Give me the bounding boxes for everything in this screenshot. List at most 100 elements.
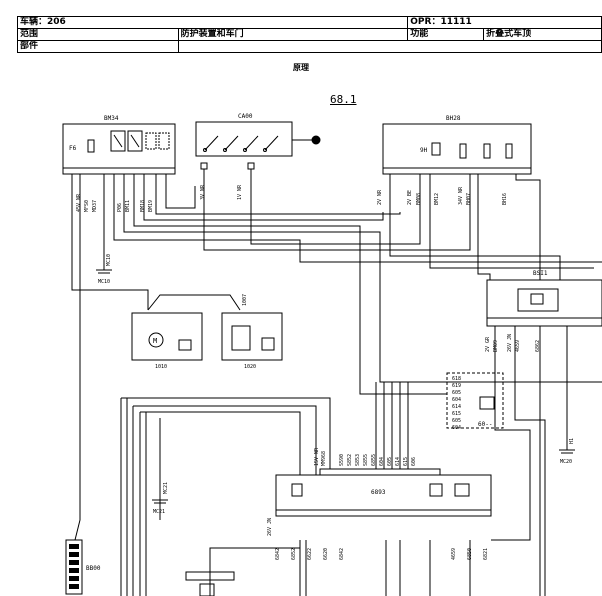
c6893-bottom-strip <box>275 509 492 517</box>
svg-text:2V NR: 2V NR <box>377 189 383 205</box>
ca00-box <box>195 121 293 157</box>
bm34-relays <box>110 130 170 152</box>
svg-text:BM12: BM12 <box>434 193 440 205</box>
bb00-label: BB00 <box>86 565 101 572</box>
bh28-fuses: 9H <box>420 142 513 159</box>
svg-text:2V GR: 2V GR <box>485 336 491 352</box>
mc10-vertical-label: MC10 <box>106 254 112 266</box>
svg-text:6622: 6622 <box>307 548 313 560</box>
svg-text:MFS0: MFS0 <box>84 200 90 212</box>
svg-text:S852: S852 <box>347 454 353 466</box>
svg-text:6852: 6852 <box>291 548 297 560</box>
bm34-wires <box>71 174 602 541</box>
svg-text:M: M <box>153 337 157 345</box>
bm34-label: BM34 <box>104 115 119 122</box>
svg-text:2V BE: 2V BE <box>407 190 413 205</box>
svg-text:6862: 6862 <box>535 340 541 352</box>
svg-text:BM08: BM08 <box>416 193 422 205</box>
svg-text:614: 614 <box>395 457 401 466</box>
module-60-labels: 618 619 605 604 614 615 605 604 <box>452 376 461 431</box>
header-table: 车辆：206 OPR：11111 范围 防护装置和车门 功能 折叠式车顶 部件 <box>16 16 602 53</box>
ignition-switch-contacts <box>203 135 279 152</box>
c6893-top-labels: 15V NR MM968 S590 S852 S853 S855 6855 60… <box>314 447 417 466</box>
svg-text:34V NR: 34V NR <box>458 186 464 205</box>
svg-text:3V NR: 3V NR <box>200 184 206 200</box>
ground-mc10 <box>96 232 112 274</box>
motor-1020-relay-icon <box>231 325 251 351</box>
c6893-top-wires <box>375 382 409 469</box>
lower-left-wires <box>120 397 471 596</box>
svg-text:604: 604 <box>379 457 385 466</box>
bsi-module <box>517 288 559 312</box>
svg-text:606: 606 <box>411 457 417 466</box>
svg-text:45V NR: 45V NR <box>76 193 82 212</box>
c6893-label: 6893 <box>371 489 386 496</box>
svg-text:26V JN: 26V JN <box>267 518 273 536</box>
mc10-label: MC10 <box>98 279 110 285</box>
svg-text:6855: 6855 <box>371 454 377 466</box>
page-reference: 68.1 <box>330 93 357 106</box>
mc21-vertical-label: MC21 <box>163 482 169 494</box>
svg-text:BM11: BM11 <box>125 200 131 212</box>
motor-1020-sensor-icon <box>261 337 275 351</box>
svg-text:15V NR: 15V NR <box>314 447 320 466</box>
motor-link-wire <box>147 294 241 311</box>
svg-text:BM18: BM18 <box>140 200 146 212</box>
bh28-wires <box>389 174 594 280</box>
ca00-pin-b <box>247 162 255 170</box>
svg-text:BM09: BM09 <box>493 340 499 352</box>
f6-label: F6 <box>69 145 77 152</box>
svg-text:4659: 4659 <box>451 548 457 560</box>
bm34-terminal-strip <box>62 167 176 175</box>
svg-text:604: 604 <box>452 425 461 431</box>
ca00-wire-labels: 3V NR 1V NR <box>200 184 243 200</box>
svg-text:618: 618 <box>452 376 461 382</box>
svg-text:605: 605 <box>452 390 461 396</box>
mc21-label: MC21 <box>153 509 165 515</box>
bsi1-box <box>486 279 602 319</box>
part-label: 部件 <box>17 40 179 53</box>
motor-icon <box>148 332 164 348</box>
svg-text:605: 605 <box>387 457 393 466</box>
m1010-label: 1010 <box>155 364 167 370</box>
svg-text:S590: S590 <box>339 454 345 466</box>
mc20-label: MC20 <box>560 459 572 465</box>
c6893-chip-icon <box>291 483 303 497</box>
ca00-wires <box>203 169 471 251</box>
motor-1010-sensor-icon <box>178 339 192 351</box>
bsi-right-wires <box>491 326 546 596</box>
bh28-terminal-strip <box>382 167 532 175</box>
ground-mc21 <box>152 470 168 504</box>
bsi-wire-labels: 2V GR BM09 26V JN 4659 6862 <box>485 334 541 352</box>
m1020-label: 1020 <box>244 364 256 370</box>
svg-text:P06: P06 <box>117 203 123 212</box>
svg-text:BM19: BM19 <box>148 200 154 212</box>
c6893-top-strip <box>319 468 441 476</box>
svg-text:S853: S853 <box>355 454 361 466</box>
c6893-roof-icon <box>454 483 470 497</box>
bh28-box <box>382 123 532 169</box>
diagram-caption: 原理 <box>293 63 309 72</box>
motor-1010-box <box>131 312 203 361</box>
bh28-wire-labels: 2V NR 2V BE BM08 BM12 34V NR BH07 BH16 <box>377 186 508 205</box>
svg-text:614: 614 <box>452 404 461 410</box>
ca00-label: CA00 <box>238 113 253 120</box>
bb00-pins <box>69 544 79 589</box>
svg-text:6842: 6842 <box>339 548 345 560</box>
svg-text:615: 615 <box>452 411 461 417</box>
module-60-icon <box>479 396 495 410</box>
svg-text:BH07: BH07 <box>466 193 472 205</box>
svg-text:4659: 4659 <box>515 340 521 352</box>
svg-text:MD37: MD37 <box>92 200 98 212</box>
bb00-connector <box>65 539 83 595</box>
bm34-wire-labels: 45V NR MFS0 MD37 P06 BM11 BM18 BM19 <box>76 193 154 212</box>
fuse-symbol <box>87 139 95 153</box>
bsi-terminal-strip <box>486 317 602 327</box>
svg-text:6620: 6620 <box>323 548 329 560</box>
ca00-pin-a <box>200 162 208 170</box>
bsi-chip-icon <box>530 293 544 305</box>
ground-mc20 <box>559 326 575 454</box>
svg-text:6842: 6842 <box>275 548 281 560</box>
svg-text:605: 605 <box>452 418 461 424</box>
